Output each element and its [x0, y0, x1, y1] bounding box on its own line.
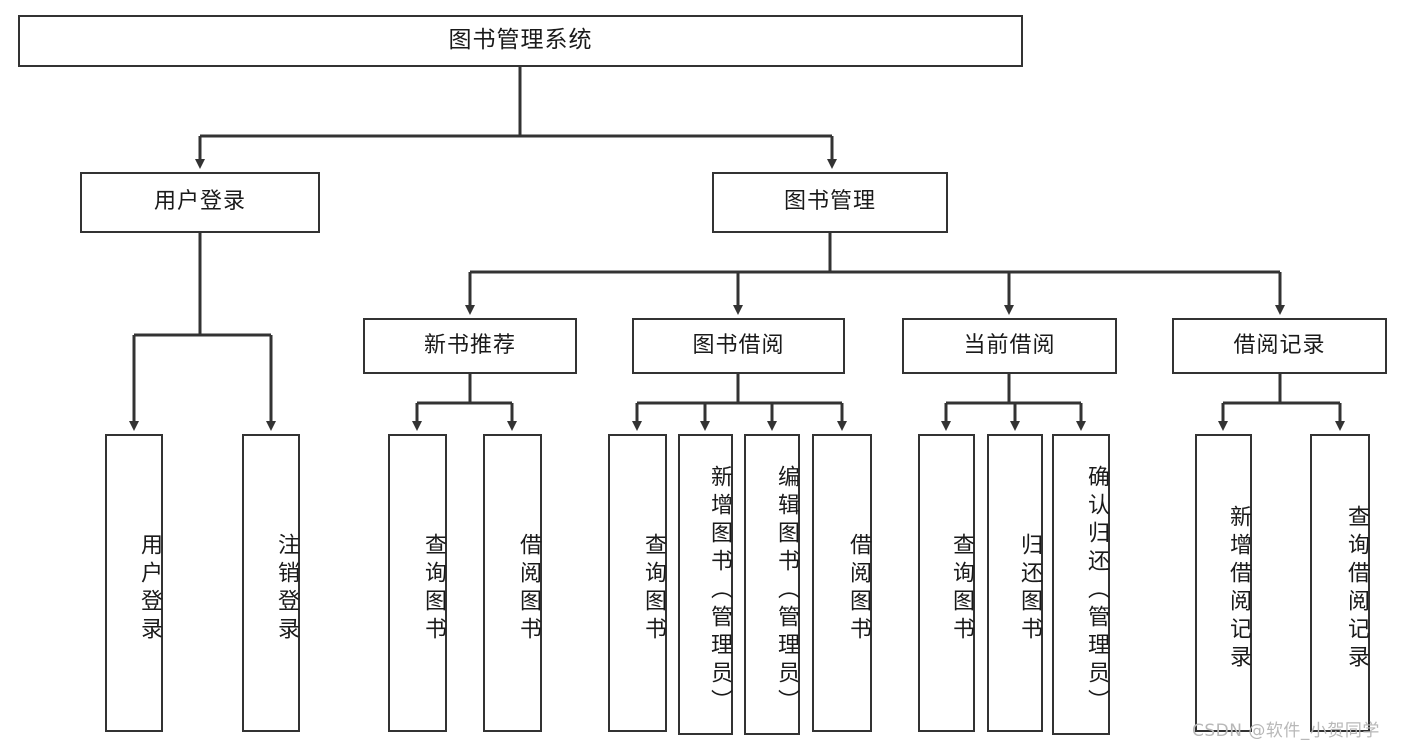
node-level1-book-management[interactable]: 图书管理 — [712, 172, 948, 233]
node-root[interactable]: 图书管理系统 — [18, 15, 1023, 67]
node-leaf-borrow-book-recommend[interactable]: 借阅图书 — [483, 434, 542, 732]
node-level2-book-borrow[interactable]: 图书借阅 — [632, 318, 845, 374]
csdn-watermark: CSDN @软件_小贺同学 — [1192, 721, 1380, 741]
node-level2-borrow-records[interactable]: 借阅记录 — [1172, 318, 1387, 374]
node-leaf-add-book-admin[interactable]: 新增图书（管理员） — [678, 434, 733, 735]
node-level1-user-login[interactable]: 用户登录 — [80, 172, 320, 233]
node-leaf-query-book-borrow[interactable]: 查询图书 — [608, 434, 667, 732]
node-leaf-query-borrow-record[interactable]: 查询借阅记录 — [1310, 434, 1370, 732]
node-leaf-logout[interactable]: 注销登录 — [242, 434, 300, 732]
node-level2-new-book-recommend[interactable]: 新书推荐 — [363, 318, 577, 374]
node-leaf-confirm-return-admin[interactable]: 确认归还（管理员） — [1052, 434, 1110, 735]
node-leaf-borrow-book[interactable]: 借阅图书 — [812, 434, 872, 732]
node-level2-current-borrow[interactable]: 当前借阅 — [902, 318, 1117, 374]
node-leaf-user-login[interactable]: 用户登录 — [105, 434, 163, 732]
node-leaf-query-book-recommend[interactable]: 查询图书 — [388, 434, 447, 732]
node-leaf-add-borrow-record[interactable]: 新增借阅记录 — [1195, 434, 1252, 732]
node-leaf-edit-book-admin[interactable]: 编辑图书（管理员） — [744, 434, 800, 735]
node-leaf-query-book-current[interactable]: 查询图书 — [918, 434, 975, 732]
node-leaf-return-book[interactable]: 归还图书 — [987, 434, 1043, 732]
